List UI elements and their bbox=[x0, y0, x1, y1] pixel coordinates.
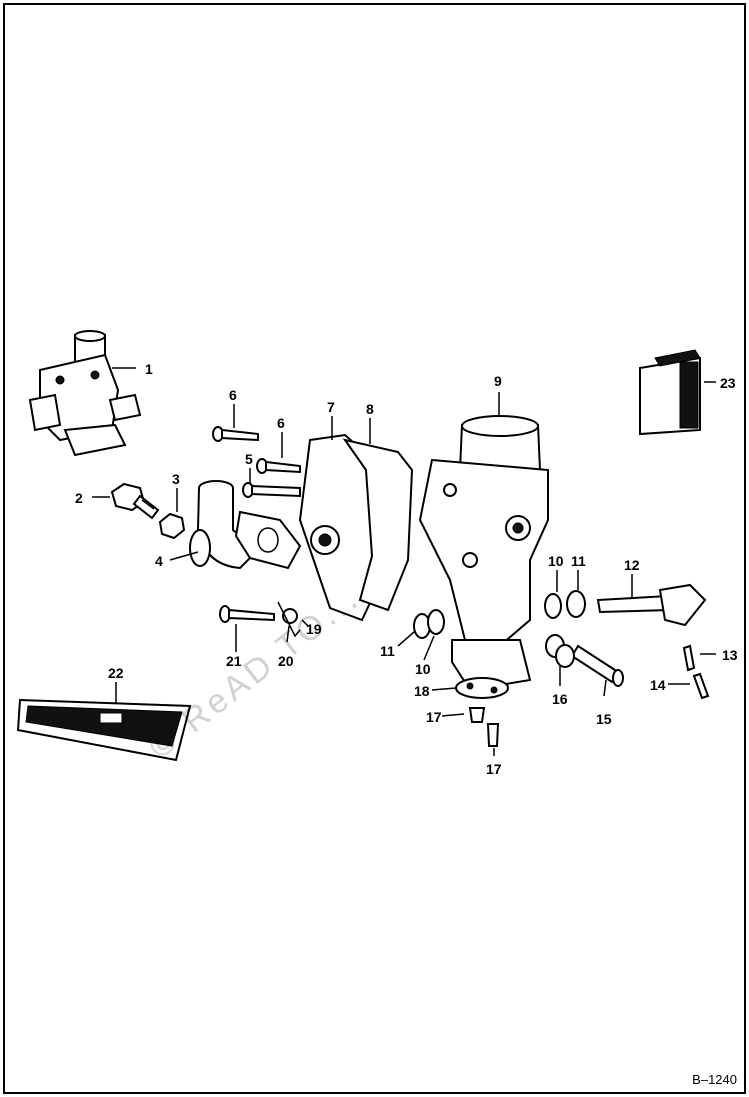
callout-12: 12 bbox=[624, 557, 640, 573]
part-3-nut bbox=[158, 512, 186, 540]
part-5-screw bbox=[242, 482, 301, 498]
figure-id: B–1240 bbox=[692, 1072, 737, 1087]
callout-13: 13 bbox=[722, 647, 738, 663]
part-13-spring bbox=[682, 644, 696, 672]
callout-15: 15 bbox=[596, 711, 612, 727]
callout-2: 2 bbox=[75, 490, 83, 506]
callout-10-left: 10 bbox=[415, 661, 431, 677]
part-16-spring bbox=[545, 634, 575, 668]
part-21-screw bbox=[219, 605, 275, 623]
part-19-clip bbox=[277, 601, 301, 638]
part-6-screw-upper bbox=[212, 426, 259, 442]
part-10-spacer-left bbox=[427, 609, 445, 635]
callout-5: 5 bbox=[245, 451, 253, 467]
watermark: © ReAD TO... bbox=[142, 578, 368, 766]
part-11-seal-right bbox=[566, 590, 586, 618]
part-6-screw-lower bbox=[256, 458, 301, 474]
callout-20: 20 bbox=[278, 653, 294, 669]
callout-14: 14 bbox=[650, 677, 666, 693]
callout-4: 4 bbox=[155, 553, 163, 569]
part-8-gasket bbox=[342, 438, 414, 612]
part-17-screw-upper bbox=[468, 707, 486, 723]
callout-16: 16 bbox=[552, 691, 568, 707]
part-2-bolt bbox=[110, 482, 160, 520]
callout-10-right: 10 bbox=[548, 553, 564, 569]
callout-22: 22 bbox=[108, 665, 124, 681]
part-12-shaft bbox=[596, 583, 707, 627]
callout-7: 7 bbox=[327, 399, 335, 415]
part-23-box bbox=[639, 349, 701, 436]
callout-18: 18 bbox=[414, 683, 430, 699]
part-17-screw-lower bbox=[486, 723, 500, 747]
callout-8: 8 bbox=[366, 401, 374, 417]
part-15-needle-screw bbox=[570, 644, 624, 687]
callout-21: 21 bbox=[226, 653, 242, 669]
part-18-plate bbox=[455, 677, 509, 699]
callout-23: 23 bbox=[720, 375, 736, 391]
callout-3: 3 bbox=[172, 471, 180, 487]
part-22-kit bbox=[16, 698, 192, 762]
callout-1: 1 bbox=[145, 361, 153, 377]
callout-6-lower: 6 bbox=[277, 415, 285, 431]
callout-6-upper: 6 bbox=[229, 387, 237, 403]
callout-11-left: 11 bbox=[380, 643, 395, 659]
part-14-screw bbox=[692, 672, 710, 700]
part-10-spacer-right bbox=[544, 593, 562, 619]
callout-19: 19 bbox=[306, 621, 322, 637]
elbow-gasket bbox=[234, 510, 302, 570]
callout-labels: 1 2 3 4 5 6 6 7 8 9 10 10 11 11 12 13 14… bbox=[75, 361, 738, 777]
part-1-carburetor bbox=[28, 330, 142, 457]
diagram-frame bbox=[3, 3, 746, 1094]
callout-17-upper: 17 bbox=[426, 709, 442, 725]
callout-11-right: 11 bbox=[571, 553, 586, 569]
callout-9: 9 bbox=[494, 373, 502, 389]
callout-17-lower: 17 bbox=[486, 761, 502, 777]
part-9-housing bbox=[418, 415, 549, 692]
leader-lines bbox=[92, 367, 716, 756]
